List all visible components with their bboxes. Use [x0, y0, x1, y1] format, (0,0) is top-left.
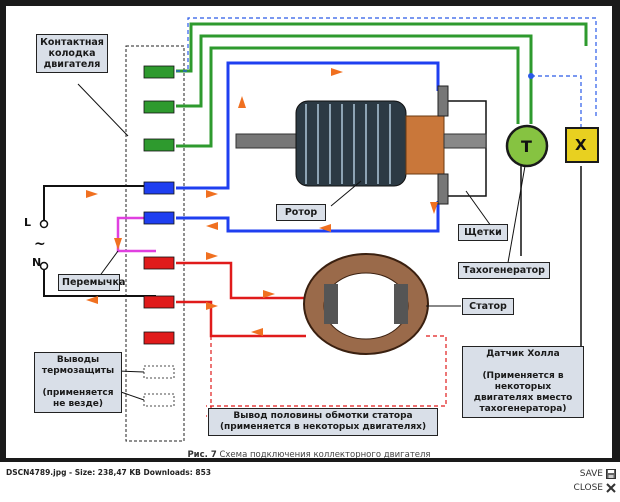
jumper-wire [116, 216, 156, 253]
save-button[interactable]: SAVE [580, 469, 616, 479]
file-info: DSCN4789.jpg - Size: 238,47 KB Downloads… [6, 468, 212, 477]
figure-caption: Рис. 7 Схема подключения коллекторного д… [6, 450, 612, 458]
close-x-icon [606, 483, 616, 493]
black-wires [43, 185, 156, 297]
current-arrows [86, 68, 438, 336]
jumper-label: Перемычка [58, 274, 125, 291]
figure-caption-text: Схема подключения коллекторного двигател… [219, 450, 431, 458]
rotor-illustration [235, 85, 487, 205]
blue-wires [176, 61, 440, 233]
close-button[interactable]: CLOSE [574, 483, 616, 493]
brushes-label: Щетки [458, 224, 508, 241]
line-N-label: N [32, 256, 42, 269]
figure-number: Рис. 7 [187, 450, 217, 458]
hall-symbol: X [575, 136, 587, 154]
tacho-symbol: T [521, 137, 532, 156]
hall-sensor-label: Датчик Холла (Применяется в некоторых дв… [462, 346, 584, 418]
terminal-block-label: Контактная колодка двигателя [36, 34, 108, 73]
tachogenerator-circle [505, 124, 549, 168]
ac-symbol: ~ [34, 236, 46, 252]
hall-sensor-wires [176, 17, 597, 134]
save-label: SAVE [579, 469, 603, 479]
motor-wiring-diagram: Контактная колодка двигателя Ротор Щетки… [6, 6, 612, 458]
thermal-protection-label: Выводы термозащиты (применяется не везде… [34, 352, 122, 413]
tachogenerator-label: Тахогенератор [458, 262, 550, 279]
close-label: CLOSE [573, 483, 603, 493]
line-L-label: L [24, 216, 32, 229]
terminal-block-outline [125, 45, 185, 442]
terminals [143, 65, 175, 407]
rotor-label: Ротор [276, 204, 326, 221]
hall-sensor-box [565, 127, 599, 163]
image-viewer-frame: Контактная колодка двигателя Ротор Щетки… [0, 0, 620, 462]
viewer-footer: DSCN4789.jpg - Size: 238,47 KB Downloads… [0, 462, 620, 502]
floppy-disk-icon [606, 469, 616, 479]
red-wires [176, 261, 306, 338]
stator-half-winding-label: Вывод половины обмотки статора (применяе… [208, 408, 438, 436]
stator-label: Статор [462, 298, 514, 315]
stator-illustration [303, 253, 429, 355]
